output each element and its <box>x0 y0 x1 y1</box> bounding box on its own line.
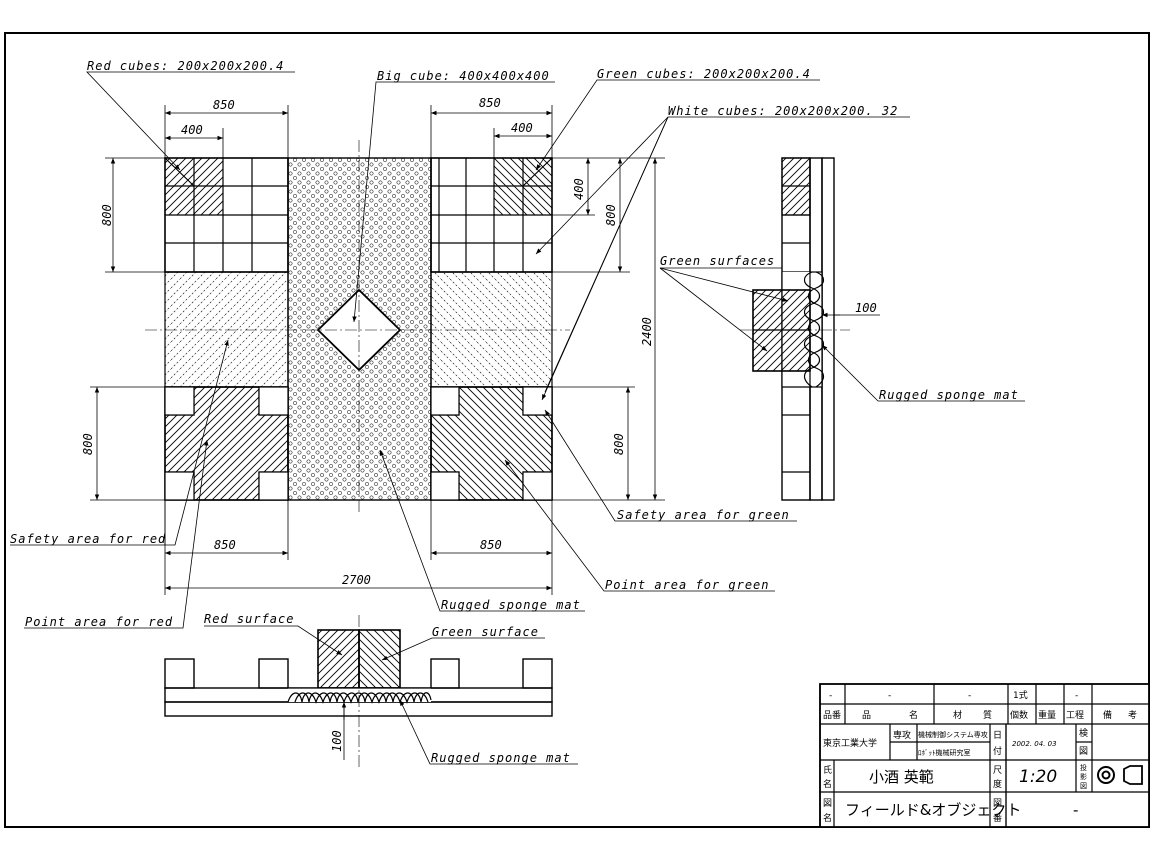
tb-projection-label-1: 投 <box>1080 763 1087 772</box>
dim-top-left-850: 850 <box>213 98 235 112</box>
tb-header-hin: 品 <box>862 710 871 721</box>
tb-date-label-2: 付 <box>993 746 1002 757</box>
side-view <box>740 157 880 501</box>
tb-scale: 1:20 <box>1019 767 1057 787</box>
tb-name: 小酒 英範 <box>869 768 934 786</box>
tb-header-shitsu: 質 <box>983 709 992 721</box>
label-big-cube: Big cube: 400x400x400 <box>377 69 550 83</box>
tb-name-label-2: 名 <box>823 778 832 790</box>
tb-row1-5: - <box>1075 691 1078 701</box>
tb-header-kosu: 個数 <box>1010 709 1028 721</box>
plan-dimensions <box>90 105 665 595</box>
label-red-cubes: Red cubes: 200x200x200.4 <box>87 59 284 73</box>
tb-university: 東京工業大学 <box>823 737 877 749</box>
dim-left-800-bottom: 800 <box>81 433 95 455</box>
tb-major: 専攻 <box>893 729 911 741</box>
tb-header-bi: 備 <box>1103 709 1112 721</box>
front-view <box>164 615 553 770</box>
rugged-sponge-mat-center <box>287 157 432 501</box>
label-safety-area-green: Safety area for green <box>617 508 790 522</box>
tb-date-label-1: 日 <box>993 730 1002 741</box>
dim-bottom-right-850: 850 <box>480 538 502 552</box>
tb-header-hinban: 品番 <box>823 709 841 721</box>
projection-cone-icon <box>1123 765 1143 785</box>
title-block <box>819 683 1150 828</box>
point-area-green <box>430 386 553 501</box>
drawing-border <box>4 32 1150 828</box>
tb-header-ko: 考 <box>1128 710 1137 721</box>
tb-drawing-name: フィールド&オブジェクト <box>845 801 1021 819</box>
dim-top-left-400: 400 <box>181 123 203 137</box>
label-red-surface: Red surface <box>204 612 294 626</box>
dim-left-800-top: 800 <box>100 204 114 226</box>
point-area-red <box>164 386 289 501</box>
label-point-area-red: Point area for red <box>25 615 173 629</box>
dim-overall-2700: 2700 <box>342 573 371 587</box>
tb-scale-label-1: 尺 <box>993 765 1002 776</box>
tb-header-zai: 材 <box>953 709 962 721</box>
label-point-area-green: Point area for green <box>605 578 770 592</box>
dim-top-right-850: 850 <box>479 96 501 110</box>
tb-check-label-1: 検 <box>1079 727 1088 739</box>
tb-header-mei: 名 <box>909 709 918 721</box>
tb-check-label-2: 図 <box>1079 746 1088 757</box>
label-green-surfaces: Green surfaces <box>660 254 775 268</box>
tb-dept2: ﾛﾎﾞｯﾄ機械研究室 <box>918 748 971 757</box>
dim-right-400: 400 <box>572 178 586 200</box>
leader-lines <box>10 71 1025 765</box>
tb-drawing-no-label-1: 図 <box>993 798 1002 809</box>
tb-row1-3: - <box>968 691 971 701</box>
dim-overall-2400: 2400 <box>640 317 654 346</box>
label-rugged-sponge-mat-bottom: Rugged sponge mat <box>431 751 571 765</box>
dim-right-800-top: 800 <box>604 204 618 226</box>
top-right-cube-grid <box>430 157 553 273</box>
label-rugged-sponge-mat-side: Rugged sponge mat <box>879 388 1019 402</box>
plan-view <box>145 140 570 515</box>
tb-name-label-1: 氏 <box>823 765 832 776</box>
label-white-cubes: White cubes: 200x200x200. 32 <box>668 104 898 118</box>
tb-projection-label-2: 影 <box>1080 772 1087 781</box>
tb-drawing-no: - <box>1073 801 1078 819</box>
safety-area-red <box>164 271 289 388</box>
label-safety-area-red: Safety area for red <box>10 532 166 546</box>
label-green-cubes: Green cubes: 200x200x200.4 <box>597 67 811 81</box>
tb-header-kotei: 工程 <box>1066 710 1084 721</box>
tb-projection-label-3: 図 <box>1080 782 1087 790</box>
dim-right-800-bottom: 800 <box>612 433 626 455</box>
dim-bottom-left-850: 850 <box>214 538 236 552</box>
tb-row1-1: - <box>829 691 832 701</box>
tb-drawing-name-label-2: 名 <box>823 812 832 824</box>
tb-row1-2: - <box>888 691 891 701</box>
safety-area-green <box>430 271 553 388</box>
dim-front-100: 100 <box>330 730 344 752</box>
label-green-surface: Green surface <box>432 625 539 639</box>
tb-header-juryo: 重量 <box>1038 709 1056 721</box>
tb-date: 2002. 04. 03 <box>1012 740 1057 748</box>
tb-dept1: 機械制御システム専攻 <box>918 730 988 739</box>
label-rugged-sponge-mat-center: Rugged sponge mat <box>441 598 581 612</box>
dim-side-100: 100 <box>855 301 877 315</box>
tb-drawing-name-label-1: 図 <box>823 798 832 809</box>
projection-circle-icon <box>1097 766 1115 784</box>
tb-scale-label-2: 度 <box>993 778 1002 790</box>
dim-top-right-400: 400 <box>511 121 533 135</box>
tb-row1-4: 1式 <box>1013 689 1028 701</box>
top-left-cube-grid <box>164 157 289 273</box>
tb-drawing-no-label-2: 番 <box>993 812 1002 824</box>
